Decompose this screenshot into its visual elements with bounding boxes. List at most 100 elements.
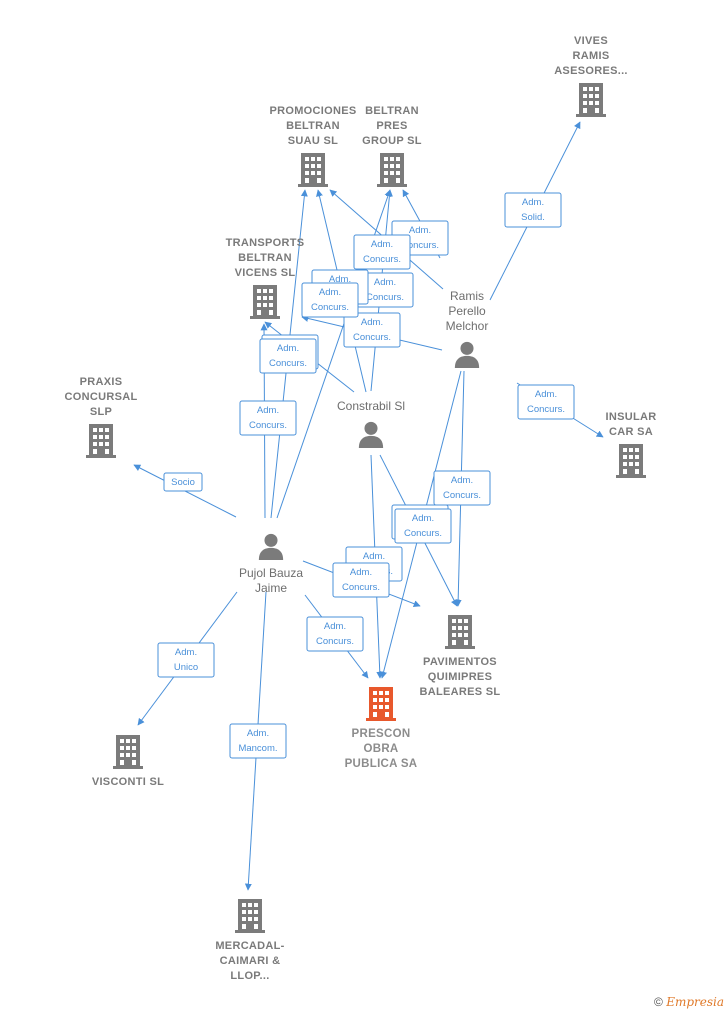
edge-label-text: Concurs. (363, 254, 401, 265)
copyright-symbol: © (654, 995, 663, 1009)
edge-label-ramis-insular[interactable]: Adm. Concurs. (517, 384, 575, 420)
company-name: CAIMARI & (220, 955, 281, 967)
edge-label-pujol-mercadal[interactable]: Adm.Mancom. (229, 723, 287, 759)
company-node-transports[interactable]: TRANSPORTS BELTRAN VICENS SL (226, 237, 305, 319)
building-icon (298, 153, 328, 187)
edge-label-pujol-visconti[interactable]: Adm. Unico (157, 642, 215, 678)
edge-label-text: Concurs. (249, 420, 287, 431)
edge-label-text: Adm. (175, 647, 197, 658)
edge-label-text: Adm. (277, 343, 299, 354)
edge-label-text: Adm. (535, 389, 557, 400)
person-name: Constrabil Sl (337, 399, 405, 413)
company-name: PUBLICA SA (345, 758, 418, 770)
company-name: INSULAR (606, 411, 657, 423)
company-name: PRAXIS (80, 376, 123, 388)
edge-label-text: Adm. (374, 277, 396, 288)
edge-label-text: Concurs. (353, 332, 391, 343)
edge-label-ramis-pavimentos[interactable]: Adm.Concurs. (433, 470, 491, 506)
company-node-praxis[interactable]: PRAXIS CONCURSAL SLP (65, 376, 138, 458)
edge-label-ramis-vives[interactable]: Adm.Solid. (504, 192, 562, 228)
company-name: CAR SA (609, 426, 653, 438)
nodes-layer: VIVES RAMIS ASESORES... PROMOCIONES BELTRAN S… (65, 35, 657, 982)
building-icon (250, 285, 280, 319)
company-node-visconti[interactable]: VISCONTI SL (92, 735, 164, 788)
company-name: BALEARES SL (420, 686, 501, 698)
edge-label-text: Concurs. (342, 582, 380, 593)
person-name: Ramis (450, 289, 484, 303)
edge-label-constrabil-beltran_pres[interactable]: Adm. Concurs. (356, 272, 414, 308)
company-node-mercadal[interactable]: MERCADAL- CAIMARI & LLOP... (215, 899, 284, 982)
edge-label-text: Adm. (363, 551, 385, 562)
company-name: PRES (376, 120, 407, 132)
edge-label-text: Adm. (319, 287, 341, 298)
company-name: VISCONTI SL (92, 776, 164, 788)
edge-label-text: Adm. (329, 274, 351, 285)
edge-label-text: Adm. (247, 728, 269, 739)
person-name: Melchor (446, 319, 489, 333)
brand-name: Empresia (666, 995, 724, 1009)
edge-label-pujol-promociones[interactable]: Adm. Concurs. (259, 338, 317, 374)
company-name: MERCADAL- (215, 940, 284, 952)
company-name: TRANSPORTS (226, 237, 305, 249)
company-name: BELTRAN (286, 120, 340, 132)
person-icon (258, 533, 284, 560)
company-name: CONCURSAL (65, 391, 138, 403)
building-icon (113, 735, 143, 769)
edge-label-pujol-pavimentos[interactable]: Adm. Concurs. (332, 562, 390, 598)
person-name: Perello (448, 304, 486, 318)
building-icon (445, 615, 475, 649)
target-building-icon (366, 687, 396, 721)
edge-label-pujol-transports[interactable]: Adm. Concurs. (239, 400, 297, 436)
edge-label-ramis-promociones[interactable]: Adm. Concurs. (353, 234, 411, 270)
company-name: VICENS SL (235, 267, 296, 279)
edge-label-text: Adm. (350, 567, 372, 578)
edge-label-text: Concurs. (404, 528, 442, 539)
edge-label-text: Concurs. (366, 292, 404, 303)
edge-label-text: Unico (174, 662, 198, 673)
person-name: Pujol Bauza (239, 566, 303, 580)
edge-label-text: Adm. (257, 405, 279, 416)
edge-label-pujol-praxis[interactable]: Socio (163, 472, 203, 492)
edge-label-text: Adm. (371, 239, 393, 250)
edge-label-text: Concurs. (401, 240, 439, 251)
company-node-promociones[interactable]: PROMOCIONES BELTRAN SUAU SL (269, 105, 356, 187)
edge-label-pujol-beltran_pres[interactable]: Adm.Concurs. (301, 282, 359, 318)
edge-labels-layer: Adm.Solid.Adm.Concurs.Adm.Concurs.Adm.Co… (157, 192, 575, 759)
company-node-insular[interactable]: INSULAR CAR SA (606, 411, 657, 478)
person-icon (454, 341, 480, 368)
edge-label-text: Adm. (412, 513, 434, 524)
company-name: QUIMIPRES (428, 671, 492, 683)
building-icon (576, 83, 606, 117)
edge-label-text: Socio (171, 477, 195, 488)
edge-label-text: Concurs. (443, 490, 481, 501)
company-name: ASESORES... (554, 65, 628, 77)
company-name: PRESCON (352, 728, 411, 740)
company-name: SLP (90, 406, 112, 418)
edge-label-ramis-transports[interactable]: Adm. Concurs. (343, 312, 401, 348)
company-node-vives[interactable]: VIVES RAMIS ASESORES... (554, 35, 628, 117)
company-name: SUAU SL (288, 135, 338, 147)
edge-label-text: Concurs. (527, 404, 565, 415)
company-name: PROMOCIONES (269, 105, 356, 117)
edge-label-constrabil-pavimentos[interactable]: Adm. Concurs. (394, 508, 452, 544)
company-name: OBRA (363, 743, 398, 755)
company-name: VIVES (574, 35, 608, 47)
company-name: LLOP... (230, 970, 269, 982)
watermark: © Empresia (654, 995, 724, 1009)
edge-label-text: Solid. (521, 212, 545, 223)
company-name: RAMIS (573, 50, 610, 62)
person-node-constrabil[interactable]: Constrabil Sl (337, 399, 405, 448)
company-node-prescon[interactable]: PRESCON OBRA PUBLICA SA (345, 687, 418, 770)
edge-label-text: Concurs. (269, 358, 307, 369)
building-icon (616, 444, 646, 478)
edge-label-text: Adm. (361, 317, 383, 328)
building-icon (86, 424, 116, 458)
company-name: BELTRAN (238, 252, 292, 264)
company-name: GROUP SL (362, 135, 422, 147)
edge-label-pujol-prescon[interactable]: Adm.Concurs. (306, 616, 364, 652)
